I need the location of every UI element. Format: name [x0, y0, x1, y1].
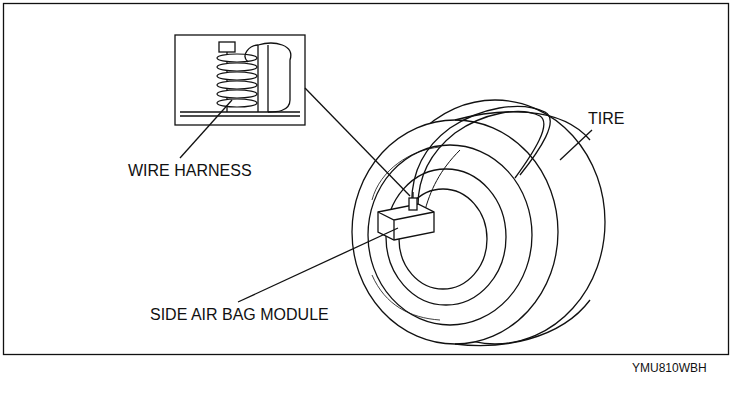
- wire-harness-strap: [412, 106, 550, 214]
- module-leader: [238, 228, 398, 302]
- inset-leader: [305, 88, 410, 196]
- tire-leader: [560, 130, 592, 160]
- part-label: WIRE HARNESS: [128, 162, 252, 180]
- inset-detail: [175, 35, 305, 125]
- wire-harness-leader: [180, 100, 232, 158]
- part-label: TIRE: [588, 110, 624, 128]
- tire-drawing: [352, 100, 605, 346]
- frame: [4, 4, 729, 355]
- part-label: SIDE AIR BAG MODULE: [150, 306, 329, 324]
- figure-code: YMU810WBH: [632, 362, 707, 375]
